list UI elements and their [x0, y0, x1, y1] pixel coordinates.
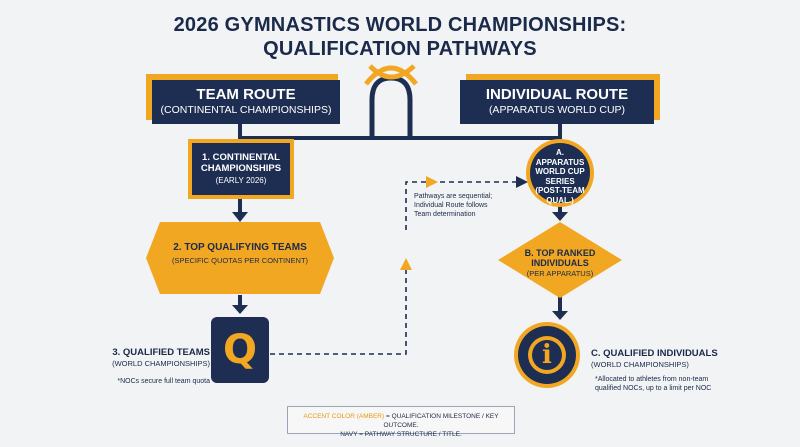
ind-stepB-text: B. TOP RANKED INDIVIDUALS (PER APPARATUS…	[510, 248, 610, 278]
arrow-team-2-head	[232, 212, 248, 222]
title-line-1: 2026 GYMNASTICS WORLD CHAMPIONSHIPS:	[173, 14, 627, 36]
arrow-ind-1-head	[552, 212, 568, 221]
individual-route-label: INDIVIDUAL ROUTE	[485, 86, 629, 103]
team-step3-note: *NOCs secure full team quota	[117, 378, 210, 385]
title-line-2: QUALIFICATION PATHWAYS	[263, 38, 537, 60]
ind-stepB-sub: (PER APPARATUS)	[526, 269, 594, 278]
info-icon: i	[542, 340, 552, 370]
team-step3-title: 3. QUALIFIED TEAMS	[112, 347, 210, 358]
individual-route-sub: (APPARATUS WORLD CUP)	[488, 104, 626, 116]
ind-stepB-title: B. TOP RANKED INDIVIDUALS	[524, 248, 596, 268]
team-step3-icon-box	[211, 317, 269, 383]
ind-stepC-labels: C. QUALIFIED INDIVIDUALS (WORLD CHAMPION…	[591, 348, 731, 369]
legend-accent-desc: = QUALIFICATION MILESTONE / KEY OUTCOME.	[383, 413, 499, 429]
legend-accent-label: ACCENT COLOR (AMBER)	[303, 413, 385, 420]
connector-note: Pathways are sequential; Individual Rout…	[414, 193, 493, 218]
legend-box: ACCENT COLOR (AMBER) = QUALIFICATION MIL…	[287, 406, 515, 438]
team-step2-sub: (SPECIFIC QUOTAS PER CONTINENT)	[171, 256, 309, 265]
team-step2-title: 2. TOP QUALIFYING TEAMS	[173, 242, 307, 253]
legend-navy-desc: NAVY = PATHWAY STRUCTURE / TITLE.	[340, 431, 462, 438]
team-step1-box: 1. CONTINENTAL CHAMPIONSHIPS (EARLY 2026…	[192, 143, 290, 195]
arch-logo-icon	[364, 64, 418, 138]
ind-stepC-sub: (WORLD CHAMPIONSHIPS)	[591, 360, 689, 369]
dashed-arrow-up-head	[400, 258, 412, 270]
q-icon: Q	[222, 327, 257, 373]
team-step1-sub: (EARLY 2026)	[215, 176, 267, 185]
team-route-sub: (CONTINENTAL CHAMPIONSHIPS)	[160, 104, 332, 116]
team-step2-hexagon	[146, 222, 334, 294]
legend-accent-line: ACCENT COLOR (AMBER) = QUALIFICATION MIL…	[288, 412, 514, 430]
arrow-ind-2-head	[552, 311, 568, 320]
dashed-arrow-right-navy	[516, 176, 528, 188]
dashed-arrow-right-amber	[426, 176, 438, 188]
ind-stepC-title: C. QUALIFIED INDIVIDUALS	[591, 348, 718, 359]
ind-stepA-circle-inner	[530, 143, 590, 203]
sequential-dashed-connector	[270, 270, 407, 355]
info-icon-fill	[532, 340, 562, 370]
arrow-team-3-head	[232, 305, 248, 314]
ind-stepC-note: *Allocated to athletes from non-team qua…	[595, 376, 712, 392]
ind-stepA-title: A. APPARATUS WORLD CUP SERIES (POST-TEAM…	[535, 148, 585, 205]
team-step3-sub: (WORLD CHAMPIONSHIPS)	[112, 359, 210, 368]
route-connector-line	[238, 118, 562, 140]
ind-stepB-diamond	[498, 222, 622, 298]
team-step3-labels: 3. QUALIFIED TEAMS (WORLD CHAMPIONSHIPS)	[100, 347, 210, 368]
dashed-connector-top	[405, 181, 426, 230]
team-route-header: TEAM ROUTE (CONTINENTAL CHAMPIONSHIPS)	[152, 80, 340, 124]
team-route-label: TEAM ROUTE	[196, 86, 296, 103]
team-step2-text: 2. TOP QUALIFYING TEAMS (SPECIFIC QUOTAS…	[160, 242, 320, 265]
individual-route-header: INDIVIDUAL ROUTE (APPARATUS WORLD CUP)	[460, 80, 654, 124]
team-step1-title: 1. CONTINENTAL CHAMPIONSHIPS	[200, 152, 282, 174]
diagram-title: 2026 GYMNASTICS WORLD CHAMPIONSHIPS: QUA…	[0, 13, 800, 61]
